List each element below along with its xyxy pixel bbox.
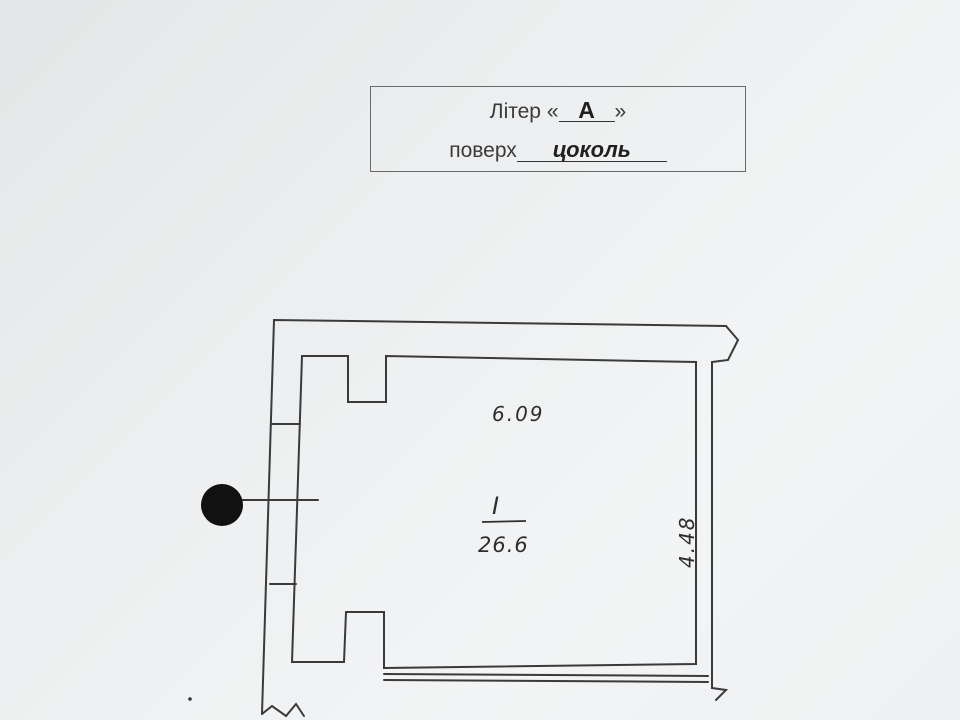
bottom-left-break xyxy=(261,702,305,718)
width-dimension: 6.09 xyxy=(492,402,545,426)
ink-dot xyxy=(188,697,192,701)
outer-wall xyxy=(261,318,740,715)
floor-label: поверх xyxy=(449,139,517,162)
entrance-marker xyxy=(201,484,243,526)
litera-close: » xyxy=(614,100,627,123)
inner-wall xyxy=(290,354,697,670)
room-number: I xyxy=(492,492,499,520)
left-wall-marks xyxy=(269,423,301,585)
floor-value: цоколь xyxy=(516,139,667,162)
litera-label: Літер « xyxy=(489,100,559,123)
height-dimension: 4.48 xyxy=(675,515,699,568)
window-bottom xyxy=(383,673,709,683)
litera-value: А xyxy=(558,99,615,122)
room-area: 26.6 xyxy=(478,533,529,557)
room-fraction-line xyxy=(481,520,527,523)
litera-line: Літер «А» xyxy=(371,99,745,124)
